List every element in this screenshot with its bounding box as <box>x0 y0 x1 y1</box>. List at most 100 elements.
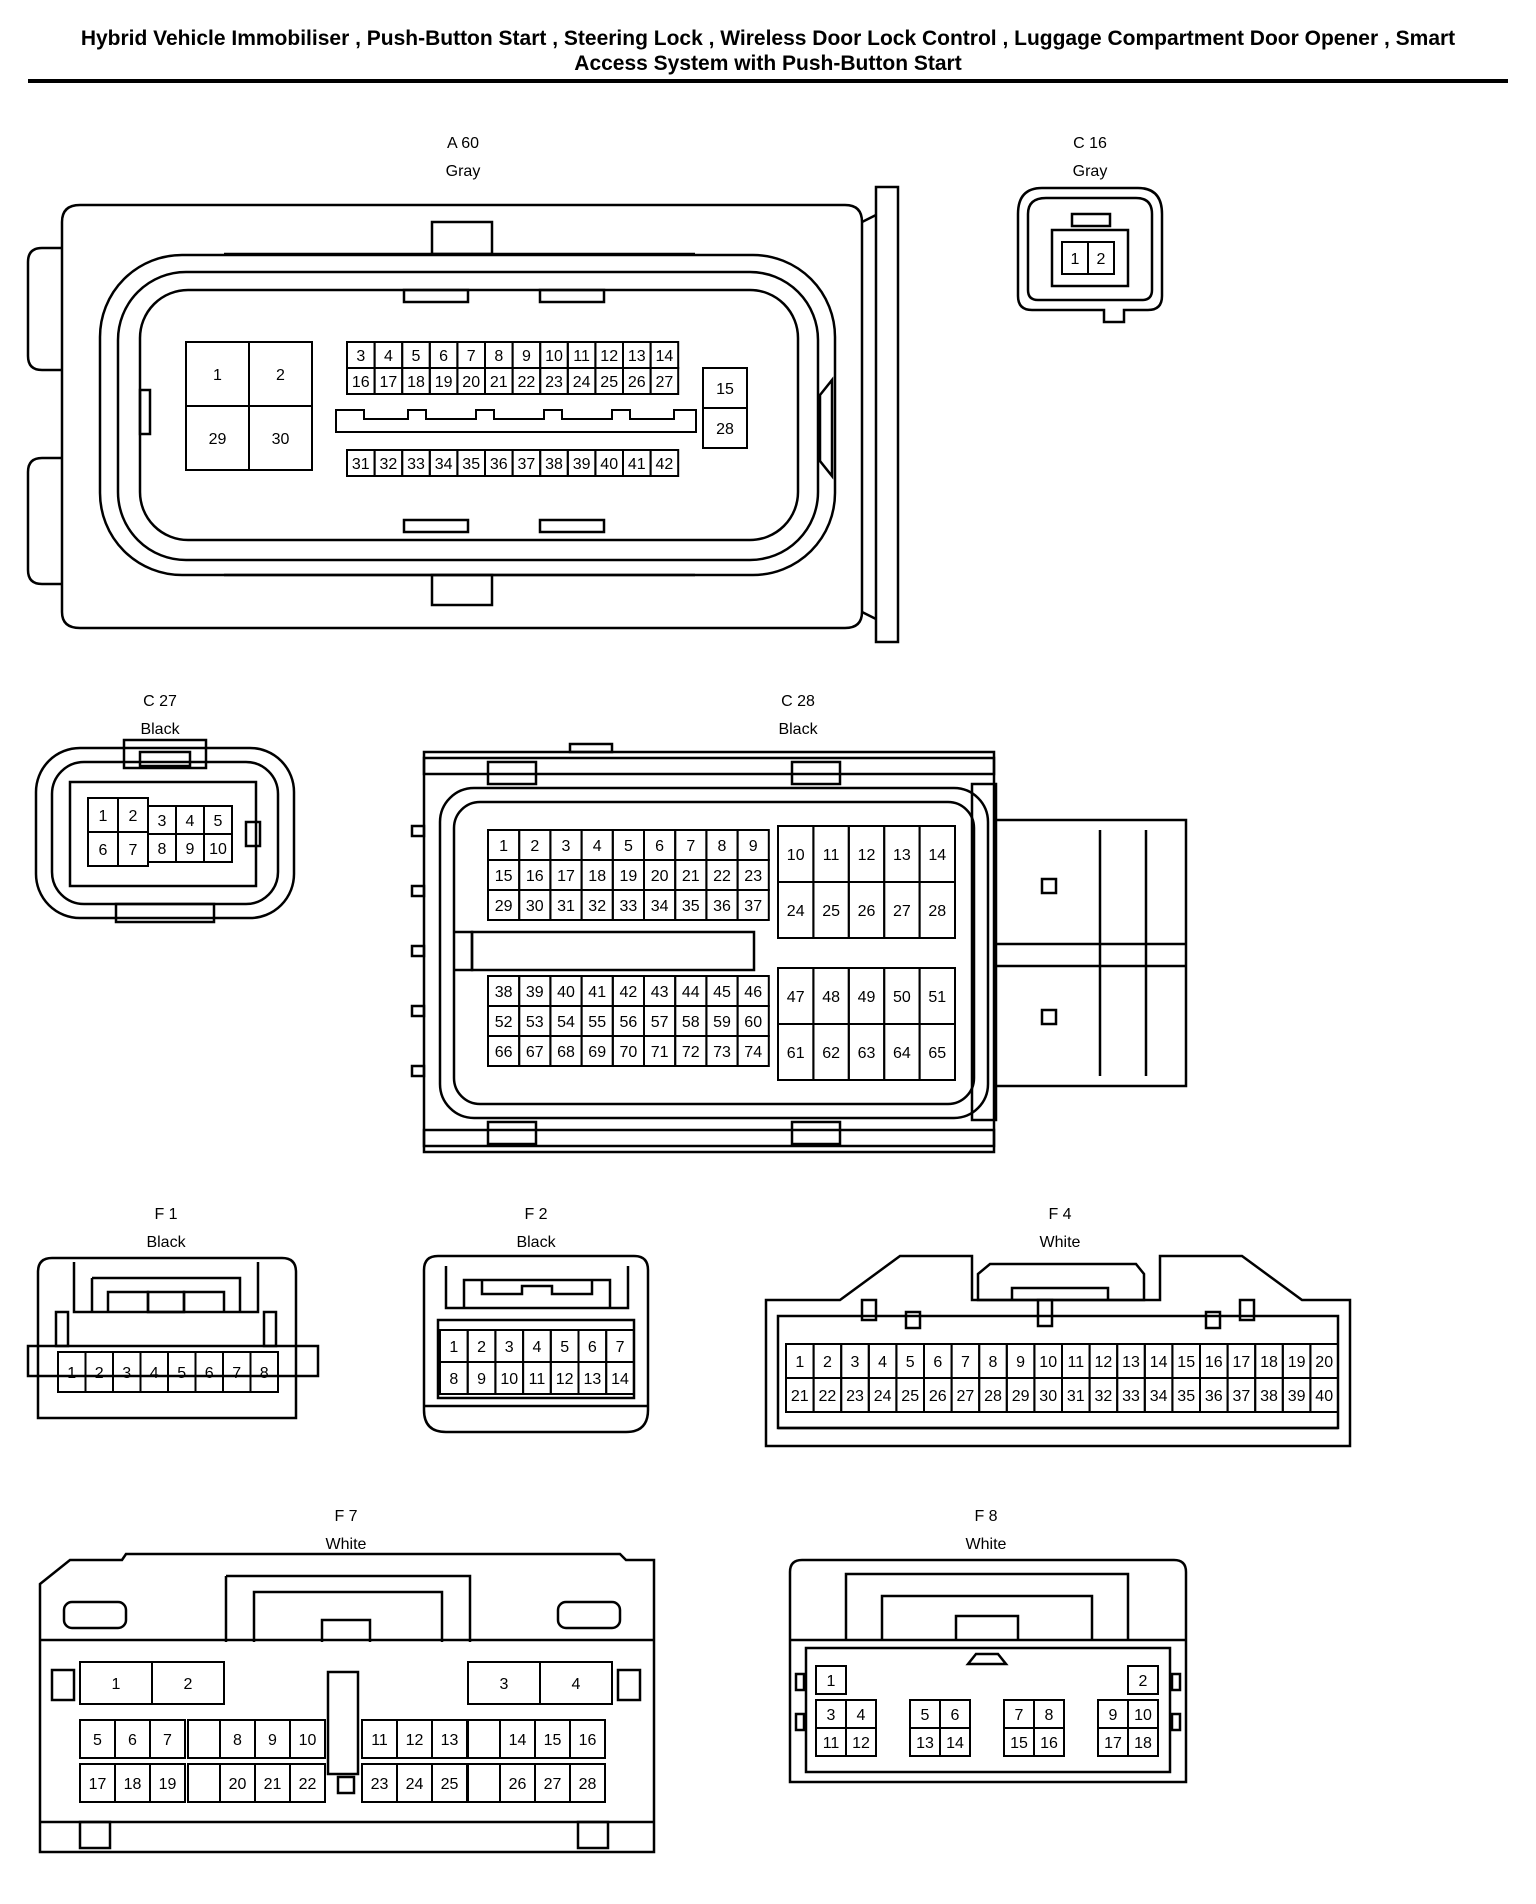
f4-pin-cell <box>1309 1377 1340 1413</box>
f4-pin-label: 1 <box>795 1354 804 1371</box>
c28-bottom-latch-1 <box>486 1120 538 1146</box>
f8-side-tab-l2 <box>794 1712 806 1732</box>
c28-pin-label: 1 <box>499 838 508 855</box>
f8-outer-body <box>788 1558 1188 1784</box>
f4-pin-label: 32 <box>1095 1388 1113 1405</box>
f4-pin-label: 11 <box>1067 1354 1084 1371</box>
f8-pin-label: 10 <box>1134 1707 1152 1724</box>
c16-pin-label: 1 <box>1071 251 1080 268</box>
f7-pin-label: 15 <box>544 1732 562 1749</box>
a60-pin-label: 16 <box>352 374 370 391</box>
f2-outer-body <box>422 1254 650 1434</box>
c28-pin-label: 34 <box>651 898 669 915</box>
c28-pin-label: 32 <box>588 898 606 915</box>
c28-pin-label: 72 <box>682 1044 700 1061</box>
c28-pin-label: 39 <box>526 984 544 1001</box>
c28-pin-label: 8 <box>718 838 727 855</box>
a60-pin-label: 17 <box>380 374 398 391</box>
f4-pin-label: 19 <box>1288 1354 1306 1371</box>
c28-pin-label: 30 <box>526 898 544 915</box>
f7-pin-label: 22 <box>299 1776 317 1793</box>
f7-pin-label: 21 <box>264 1776 282 1793</box>
f4-slot-2 <box>904 1310 922 1330</box>
f1-latch-tab <box>146 1290 186 1314</box>
c27-cavity <box>68 780 258 888</box>
c28-pin-label: 23 <box>744 868 762 885</box>
f7-left-ear <box>62 1600 128 1630</box>
f8-pin-cell <box>1127 1727 1159 1757</box>
c16-pin-label: 2 <box>1097 251 1106 268</box>
f7-pin-label: 11 <box>371 1732 388 1749</box>
f7-pin-label: 4 <box>572 1676 581 1693</box>
f7-right-square <box>616 1668 642 1702</box>
f8-pin-cell <box>815 1665 847 1695</box>
a60-pin-label: 7 <box>467 348 476 365</box>
page-title: Hybrid Vehicle Immobiliser , Push-Button… <box>28 26 1508 76</box>
f7-pin-label: 20 <box>229 1776 247 1793</box>
f4-pin-label: 24 <box>874 1388 892 1405</box>
connector-a60-id: A 60 <box>447 135 479 152</box>
c28-top-rail <box>422 756 996 776</box>
f2-pin-label: 7 <box>616 1339 625 1356</box>
f8-pin-label: 14 <box>946 1735 964 1752</box>
c28-pin-label: 65 <box>928 1045 946 1062</box>
connector-f4-id: F 4 <box>1048 1206 1071 1223</box>
f7-pin-label: 6 <box>128 1732 137 1749</box>
f4-pin-label: 38 <box>1260 1388 1278 1405</box>
c28-pin-label: 21 <box>682 868 700 885</box>
a60-pin-label: 11 <box>573 348 590 365</box>
c28-bottom-latch-2 <box>790 1120 842 1146</box>
connector-f1-color: Black <box>146 1234 186 1251</box>
a60-right-lock-link <box>861 213 877 621</box>
c28-pin-label: 33 <box>620 898 638 915</box>
a60-pin-label: 21 <box>490 374 508 391</box>
f7-pin-label: 17 <box>89 1776 107 1793</box>
f4-pin-label: 14 <box>1150 1354 1168 1371</box>
a60-pin-label: 19 <box>435 374 453 391</box>
f1-pin-label: 1 <box>67 1365 76 1382</box>
a60-pin-cell <box>649 367 680 395</box>
a60-pin-label: 41 <box>628 456 646 473</box>
c28-pin-label: 14 <box>928 847 946 864</box>
f7-bottom-clip-2 <box>576 1820 610 1850</box>
f4-pin-label: 5 <box>906 1354 915 1371</box>
connector-c28-color: Black <box>778 721 818 738</box>
f4-slot-1 <box>860 1298 878 1322</box>
a60-pin-label: 33 <box>407 456 425 473</box>
f8-pin-label: 18 <box>1134 1735 1152 1752</box>
a60-shroud-inner <box>116 270 820 562</box>
c28-pin-label: 15 <box>495 868 513 885</box>
connector-f8-id: F 8 <box>974 1508 997 1525</box>
a60-shroud-key-right <box>818 376 834 480</box>
f4-pin-label: 4 <box>878 1354 887 1371</box>
connector-f7-id: F 7 <box>334 1508 357 1525</box>
f2-pin-label: 6 <box>588 1339 597 1356</box>
c28-pin-label: 63 <box>858 1045 876 1062</box>
c28-stub-1 <box>410 824 426 838</box>
f1-top-latch-inner <box>90 1276 242 1312</box>
f2-pin-label: 10 <box>500 1371 518 1388</box>
c28-lever-square-1 <box>1040 877 1058 895</box>
a60-pin-label: 15 <box>716 381 734 398</box>
c28-pin-label: 54 <box>557 1014 575 1031</box>
c28-pin-label: 43 <box>651 984 669 1001</box>
a60-bottom-latch <box>430 573 494 607</box>
f8-pin-label: 17 <box>1104 1735 1122 1752</box>
c28-pin-label: 19 <box>620 868 638 885</box>
f4-pin-label: 23 <box>846 1388 864 1405</box>
f2-pin-label: 2 <box>477 1339 486 1356</box>
a60-right-lock-bar <box>874 185 900 644</box>
f2-pin-label: 9 <box>477 1371 486 1388</box>
a60-pin-label: 35 <box>462 456 480 473</box>
c28-lock-post <box>970 782 998 1122</box>
a60-pin-cell <box>248 405 313 471</box>
a60-pin-label: 29 <box>209 431 227 448</box>
f2-pin-label: 3 <box>505 1339 514 1356</box>
c28-pin-label: 60 <box>744 1014 762 1031</box>
a60-shroud-key-bot-2 <box>538 518 606 534</box>
c28-left-notch <box>454 930 474 972</box>
